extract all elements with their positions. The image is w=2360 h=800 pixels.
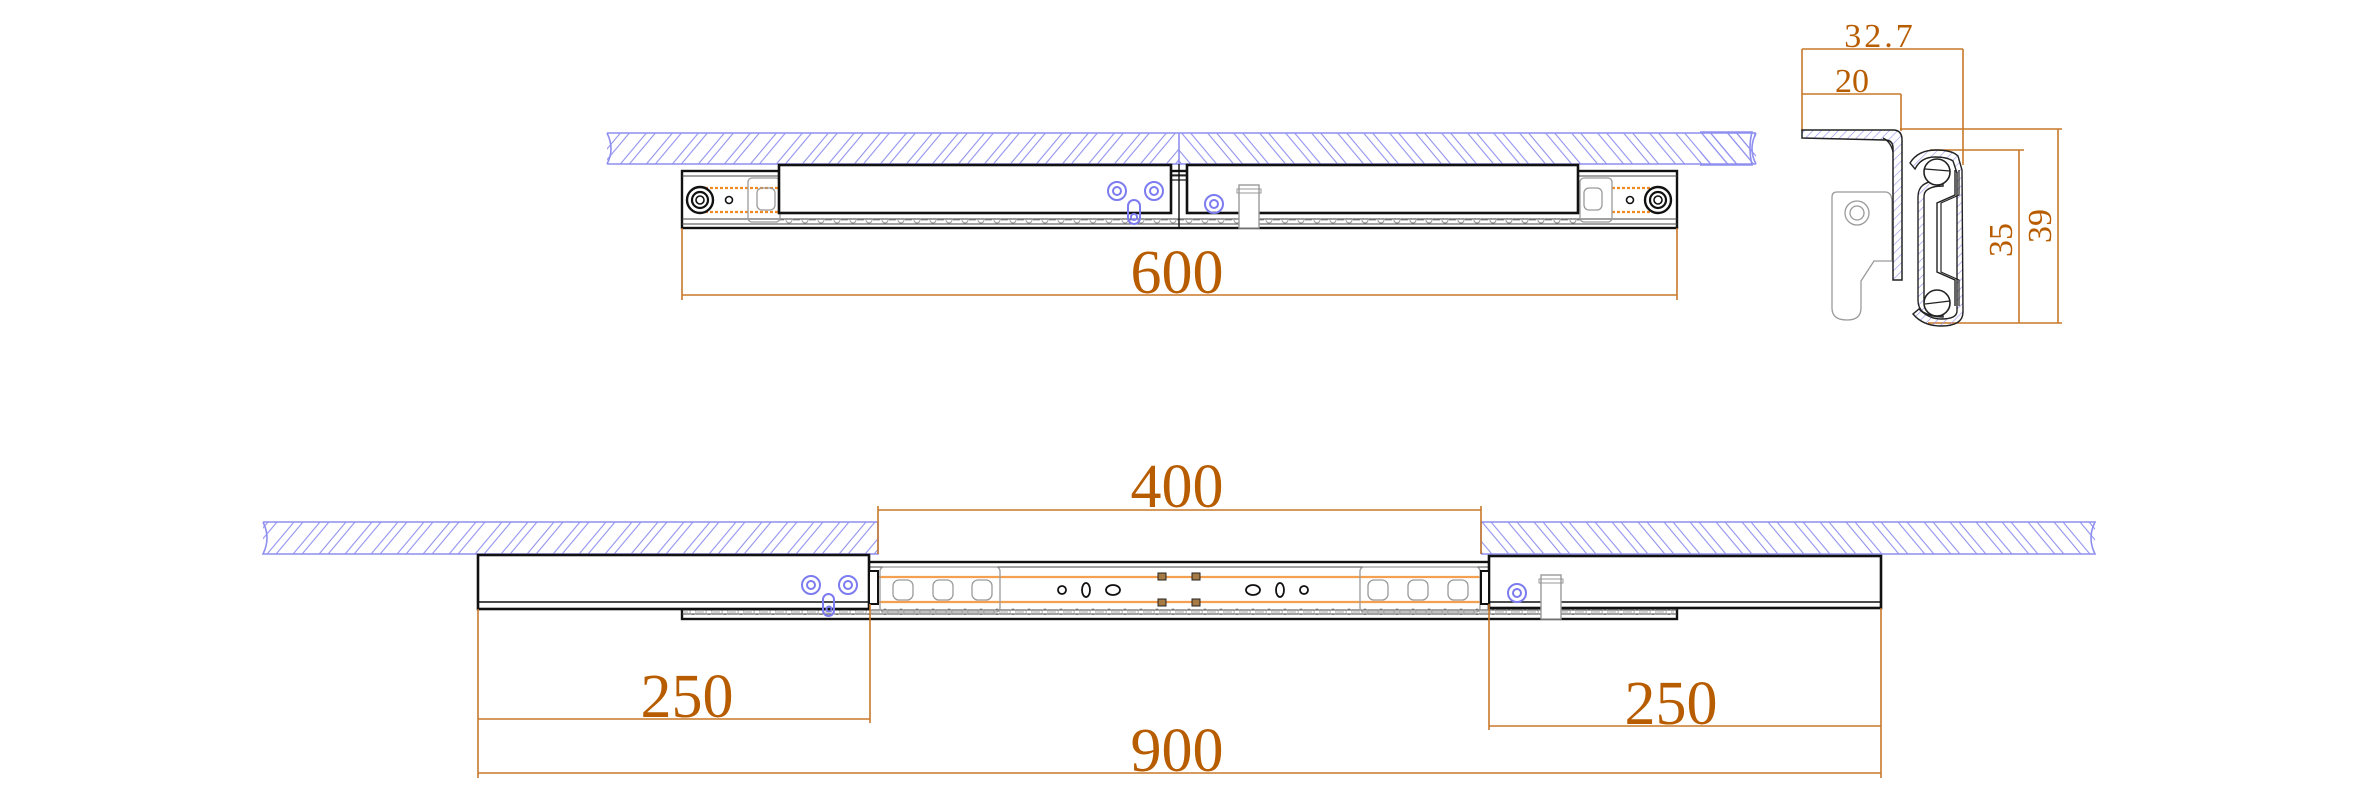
inner-member-right-extended — [1480, 554, 1883, 620]
cabinet-panel-hatch-right — [1480, 521, 2097, 555]
dimension-400: 400 — [877, 453, 1482, 554]
dimension-label-right-overhang: 250 — [1625, 670, 1718, 738]
center-divider — [1171, 164, 1187, 228]
dimension-label-rail-height: 35 — [1983, 223, 2020, 257]
inner-member-profile — [1936, 170, 1956, 306]
dimension-32-7: 32.7 — [1801, 18, 1964, 165]
closed-slide-view: 600 — [606, 132, 1757, 307]
dimension-250-right: 250 — [1488, 604, 1882, 778]
dimension-label-length: 600 — [1131, 239, 1224, 307]
ball-bearing-bottom — [1923, 289, 1951, 317]
dimension-900: 900 — [478, 717, 1881, 785]
outer-channel — [1909, 149, 1964, 327]
right-end-stop — [1579, 177, 1673, 223]
inner-member-left — [777, 163, 1173, 225]
dimension-20: 20 — [1802, 63, 1902, 131]
outer-rail-flange — [1801, 129, 1903, 281]
cabinet-panel-hatch-left — [261, 521, 879, 555]
inner-member-left-extended — [476, 553, 879, 617]
dimension-600: 600 — [681, 228, 1678, 307]
dimension-label-overall-height: 39 — [2022, 209, 2059, 243]
cabinet-panel-hatch — [606, 132, 1757, 165]
dimension-label-middle-span: 400 — [1131, 453, 1224, 521]
ball-bearing-top — [1923, 158, 1951, 186]
dimension-250-left: 250 — [477, 604, 871, 778]
mounting-bracket — [1831, 191, 1893, 321]
slide-profile-section: 32.7 20 35 39 — [1700, 18, 2062, 327]
dimension-label-overall-width: 32.7 — [1844, 18, 1916, 55]
dimension-label-left-overhang: 250 — [641, 663, 734, 731]
dimension-39: 39 — [1900, 128, 2062, 324]
dimension-label-total-length: 900 — [1131, 717, 1224, 785]
dimension-35: 35 — [1930, 149, 2024, 323]
inner-member-right — [1185, 163, 1580, 229]
extended-slide-view: 400 250 250 900 — [261, 453, 2097, 785]
dimension-label-flange-width: 20 — [1835, 63, 1869, 100]
